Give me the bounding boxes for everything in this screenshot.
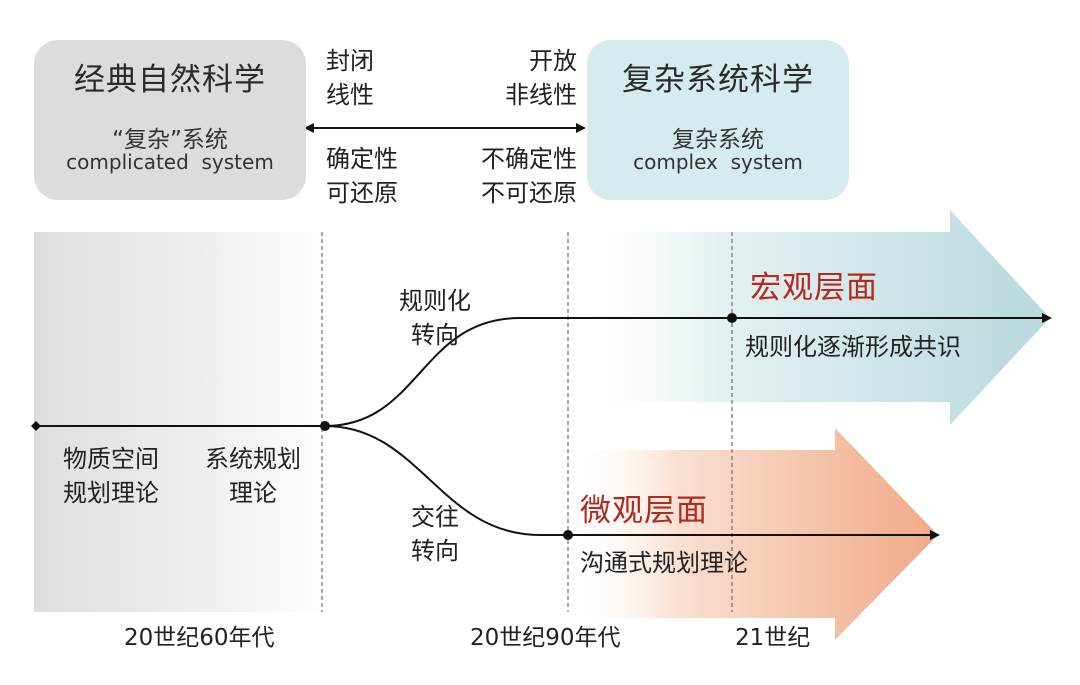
label-physical-planning-line1: 物质空间 (63, 445, 159, 473)
classic-science-box: 经典自然科学 “复杂”系统 complicated system (34, 40, 306, 200)
label-communicative-turn-line2: 转向 (411, 537, 459, 565)
complex-subtitle-en: complex system (633, 150, 803, 174)
label-physical-planning: 物质空间 规划理论 (46, 442, 176, 510)
complex-subtitle-zh: 复杂系统 (672, 127, 764, 153)
macro-level-description: 规则化逐渐形成共识 (745, 333, 961, 361)
label-systems-planning-line1: 系统规划 (205, 445, 301, 473)
property-deterministic: 确定性 (326, 145, 398, 173)
era-21st-century: 21世纪 (735, 625, 811, 651)
property-linear: 线性 (326, 81, 374, 109)
label-regularization-turn: 规则化 转向 (380, 284, 490, 352)
property-reducible: 可还原 (326, 179, 398, 207)
property-closed: 封闭 (326, 47, 374, 75)
classic-subtitle-en: complicated system (66, 150, 274, 174)
era-1960s: 20世纪60年代 (124, 625, 275, 651)
label-regularization-turn-line1: 规则化 (399, 287, 471, 315)
property-irreducible: 不可还原 (481, 179, 577, 207)
label-regularization-turn-line2: 转向 (411, 321, 459, 349)
macro-level-title: 宏观层面 (750, 270, 878, 306)
timeline-start-node (31, 421, 41, 431)
property-nonlinear: 非线性 (505, 81, 577, 109)
upper-branch-curve (324, 313, 1052, 427)
complex-science-box: 复杂系统科学 复杂系统 complex system (587, 40, 849, 200)
branch-node (320, 421, 330, 431)
label-systems-planning: 系统规划 理论 (190, 442, 316, 510)
label-communicative-turn: 交往 转向 (380, 500, 490, 568)
macro-node (727, 313, 737, 323)
label-systems-planning-line2: 理论 (229, 479, 277, 507)
era-1990s: 20世纪90年代 (470, 625, 621, 651)
property-uncertain: 不确定性 (481, 145, 577, 173)
complex-title: 复杂系统科学 (622, 62, 814, 98)
micro-level-title: 微观层面 (580, 493, 708, 529)
label-physical-planning-line2: 规划理论 (63, 479, 159, 507)
classic-subtitle-zh: “复杂”系统 (112, 127, 228, 153)
property-uncertain-irreducible: 不确定性 不可还原 (481, 142, 577, 210)
micro-level-description: 沟通式规划理论 (580, 549, 748, 577)
classic-title: 经典自然科学 (74, 62, 266, 98)
property-closed-linear: 封闭 线性 (326, 44, 374, 112)
property-open: 开放 (529, 47, 577, 75)
classic-era-panel (34, 232, 334, 612)
label-communicative-turn-line1: 交往 (411, 503, 459, 531)
property-deterministic-reducible: 确定性 可还原 (326, 142, 398, 210)
micro-node (563, 530, 573, 540)
property-open-nonlinear: 开放 非线性 (505, 44, 577, 112)
lower-branch-curve (324, 425, 940, 540)
